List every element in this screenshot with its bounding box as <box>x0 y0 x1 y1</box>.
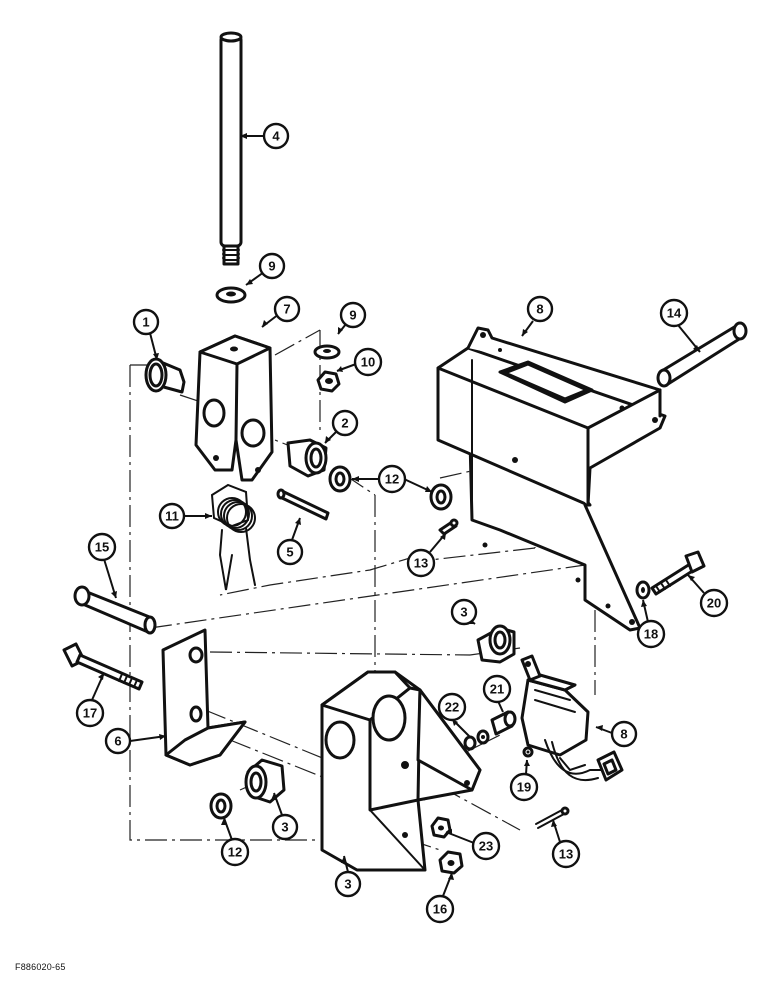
callout-6: 6 <box>104 727 132 755</box>
bushing-part-3-lower-right <box>476 624 516 664</box>
clevis-part-7 <box>194 334 274 482</box>
svg-text:15: 15 <box>95 540 109 555</box>
nut-part-16 <box>438 850 464 875</box>
washer-part-12-bottom <box>209 792 233 820</box>
washer-part-18 <box>635 580 651 600</box>
svg-text:3: 3 <box>281 820 288 835</box>
callout-3-bottom: 3 <box>271 813 299 841</box>
pin-part-15 <box>73 585 157 635</box>
callout-13-lower: 13 <box>551 839 581 869</box>
nut-part-10 <box>316 370 341 393</box>
svg-text:17: 17 <box>83 706 97 721</box>
svg-text:22: 22 <box>445 700 459 715</box>
callout-14: 14 <box>659 298 689 328</box>
callout-17: 17 <box>75 698 105 728</box>
svg-text:5: 5 <box>286 545 293 560</box>
callout-9-top: 9 <box>258 252 286 280</box>
pin-part-14 <box>656 321 748 388</box>
svg-text:12: 12 <box>385 472 399 487</box>
callout-3-lower-right: 3 <box>450 598 478 626</box>
callout-1: 8 <box>526 295 554 323</box>
spacer-part-21 <box>490 710 517 736</box>
callout-10: 10 <box>353 347 383 377</box>
callout-11: 11 <box>158 502 186 530</box>
svg-text:9: 9 <box>268 259 275 274</box>
leader-arrowheads <box>98 133 700 880</box>
svg-text:21: 21 <box>490 682 504 697</box>
callout-3-center: 2 <box>331 409 359 437</box>
bushing-part-3-center <box>286 438 328 478</box>
callout-12-bottom: 12 <box>220 837 250 867</box>
torsion-spring-part-11 <box>210 483 256 591</box>
switch-assembly-part-8 <box>520 654 624 782</box>
callout-23: 23 <box>471 831 501 861</box>
svg-text:23: 23 <box>479 839 493 854</box>
svg-text:1: 1 <box>142 315 149 330</box>
nut-part-23 <box>430 816 452 839</box>
svg-text:18: 18 <box>644 627 658 642</box>
callouts: 4 9 7 1 9 10 2 12 13 8 14 11 5 15 17 6 1… <box>75 122 729 924</box>
callout-4: 4 <box>262 122 290 150</box>
callout-19: 19 <box>509 772 539 802</box>
mounting-bracket-part-1 <box>436 326 667 632</box>
svg-text:19: 19 <box>517 780 531 795</box>
svg-text:16: 16 <box>433 902 447 917</box>
svg-text:14: 14 <box>667 306 682 321</box>
svg-text:8: 8 <box>536 302 543 317</box>
svg-text:12: 12 <box>228 845 242 860</box>
callout-2: 3 <box>334 870 362 898</box>
svg-text:8: 8 <box>620 727 627 742</box>
callout-12-center: 12 <box>377 464 407 494</box>
pin-part-5 <box>276 488 330 521</box>
bushing-part-3-bottom <box>244 758 286 804</box>
lever-arm-part-2 <box>320 670 482 872</box>
svg-text:13: 13 <box>559 847 573 862</box>
callout-21: 21 <box>482 674 512 704</box>
svg-text:20: 20 <box>707 596 721 611</box>
washer-part-9-top <box>215 286 247 304</box>
bolt-part-17 <box>62 642 144 691</box>
washer-part-12-center <box>328 465 352 493</box>
cotter-pin-part-13-upper <box>438 518 459 536</box>
callout-16: 16 <box>425 894 455 924</box>
svg-text:7: 7 <box>283 302 290 317</box>
svg-text:13: 13 <box>414 556 428 571</box>
angle-bracket-part-6 <box>161 628 247 767</box>
callout-20: 20 <box>699 588 729 618</box>
callout-5: 5 <box>276 538 304 566</box>
svg-text:10: 10 <box>361 355 375 370</box>
bushing-part-3-upper-left <box>144 357 186 394</box>
callout-18: 18 <box>636 619 666 649</box>
svg-text:4: 4 <box>272 129 280 144</box>
bolt-part-20 <box>650 550 706 596</box>
svg-text:6: 6 <box>114 734 121 749</box>
svg-text:2: 2 <box>341 416 348 431</box>
callout-7: 7 <box>273 295 301 323</box>
svg-text:11: 11 <box>165 509 179 524</box>
callout-15: 15 <box>87 532 117 562</box>
callout-3-upper-left: 1 <box>132 308 160 336</box>
washer-part-12-right <box>429 483 453 511</box>
svg-text:3: 3 <box>344 877 351 892</box>
washer-part-19 <box>522 746 534 758</box>
svg-text:9: 9 <box>349 308 356 323</box>
callout-8: 8 <box>610 720 638 748</box>
callout-22: 22 <box>437 692 467 722</box>
shaft-part-4 <box>219 31 243 266</box>
svg-text:3: 3 <box>460 605 467 620</box>
cotter-pin-part-13-lower <box>535 806 570 829</box>
washer-part-9-right <box>313 344 341 360</box>
callout-9-right: 9 <box>339 301 367 329</box>
figure-id: F886020-65 <box>15 962 66 972</box>
callout-13-upper: 13 <box>406 548 436 578</box>
